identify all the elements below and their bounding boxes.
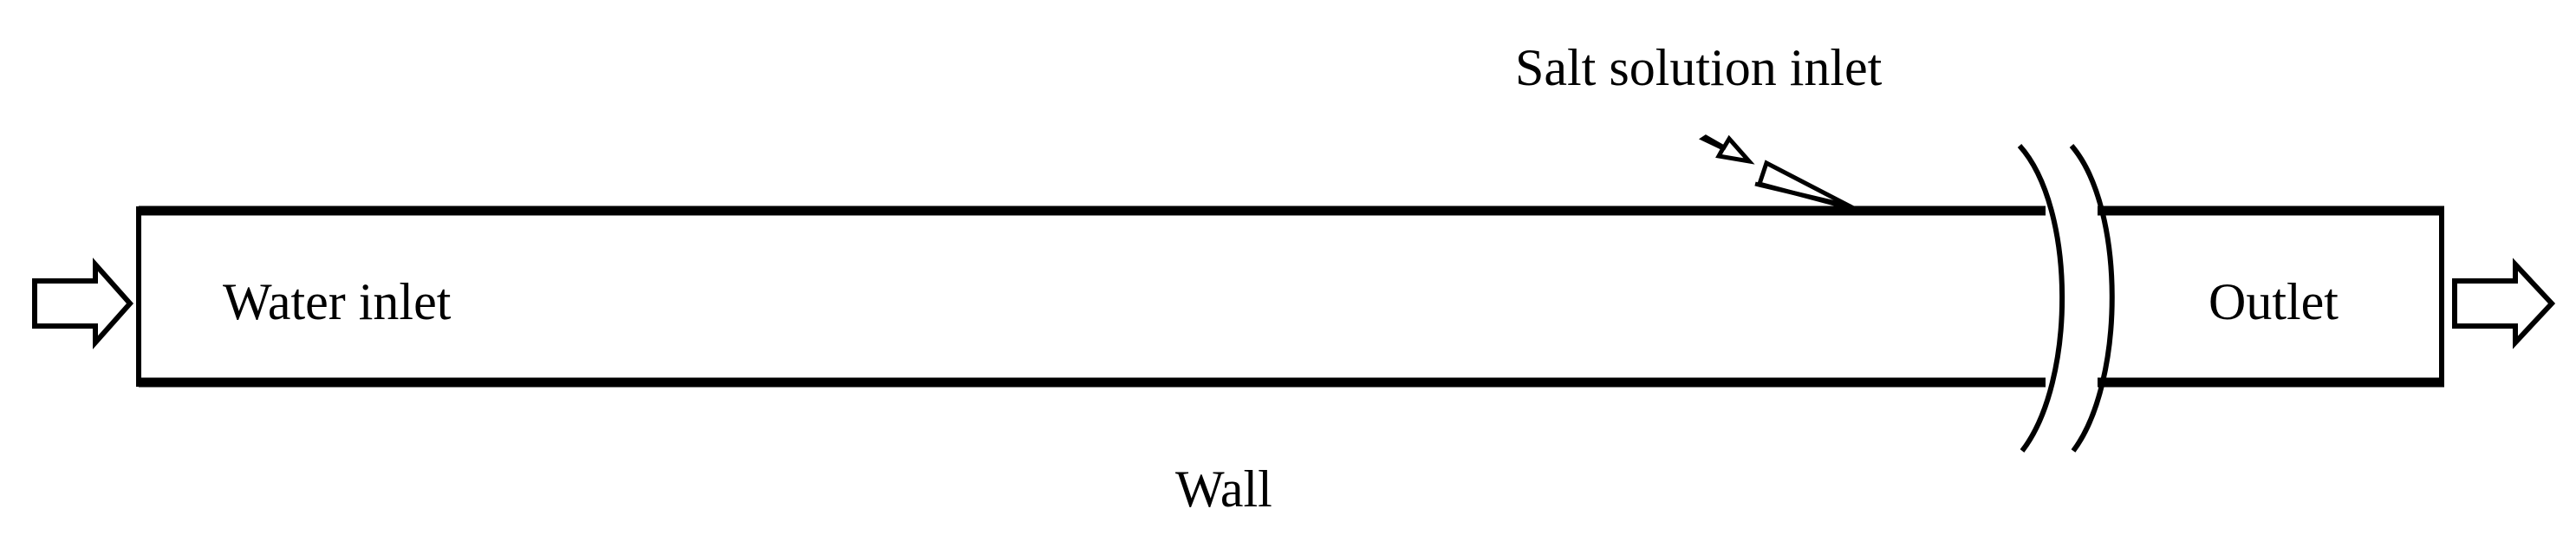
hollow-right-arrow-icon [2452,258,2556,349]
salt-solution-inlet-label: Salt solution inlet [1515,39,1883,96]
salt-inlet-nozzle-side [1754,181,1851,209]
hollow-right-arrow-icon [32,258,134,349]
outlet-label: Outlet [2208,273,2339,330]
wall-label: Wall [1175,460,1272,518]
double-curved-break-icon [2017,143,2115,453]
water-inlet-label: Water inlet [223,273,452,330]
hollow-diagonal-arrow-icon [1698,134,1755,165]
salt-inlet-nozzle [1756,160,1864,215]
